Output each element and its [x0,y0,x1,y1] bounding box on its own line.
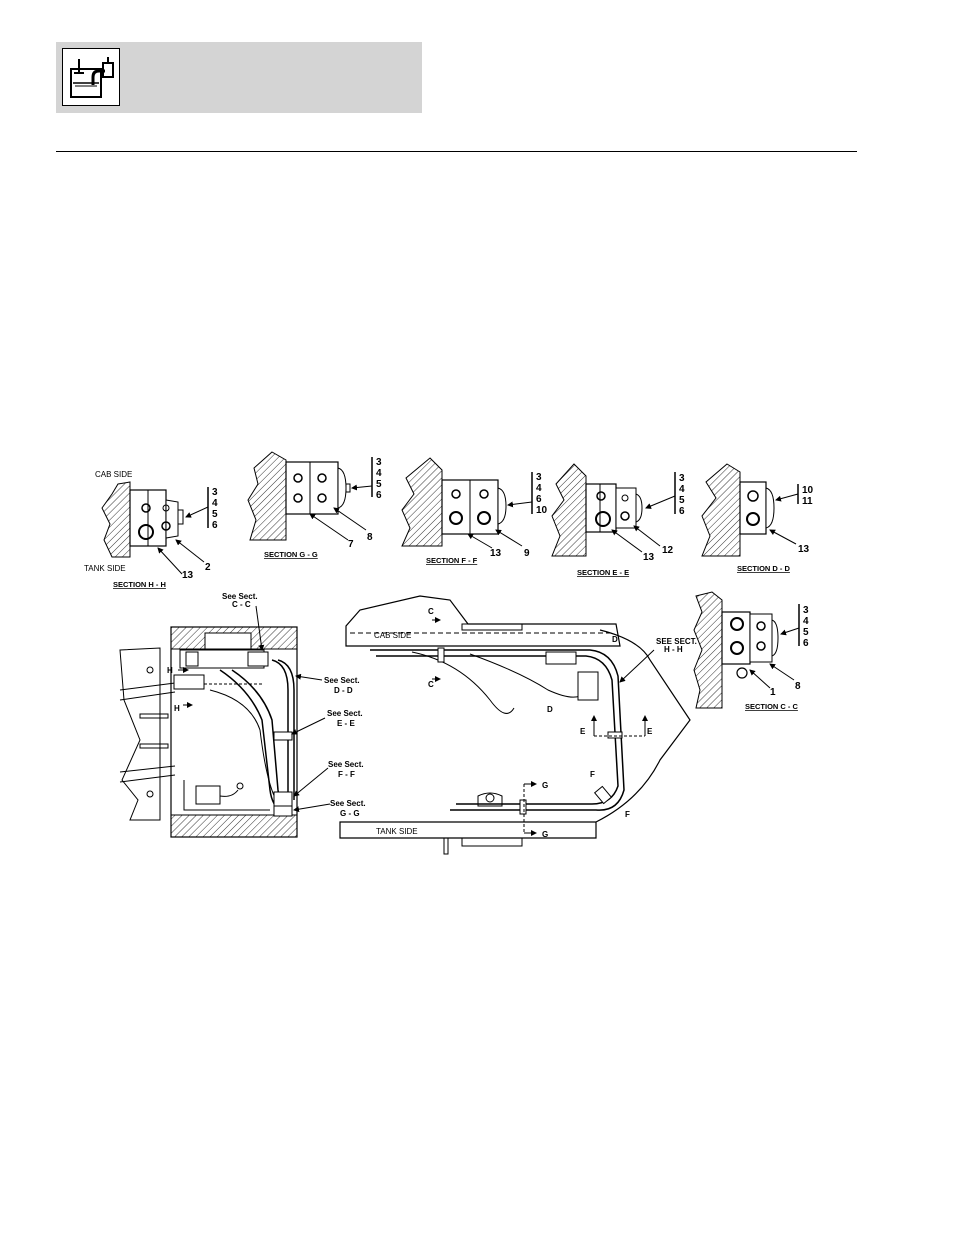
svg-text:G - G: G - G [340,809,360,818]
svg-text:6: 6 [536,494,542,505]
svg-text:9: 9 [524,548,530,559]
section-c-c: 3 4 5 6 1 8 SECTION C - C [693,591,809,711]
svg-text:D: D [547,705,553,714]
svg-text:10: 10 [802,485,814,496]
svg-text:3: 3 [803,605,809,616]
section-d-d: 10 11 13 SECTION D - D [701,463,814,573]
section-f-f: 3 4 6 10 13 9 SECTION F - F [401,457,548,565]
section-title: SECTION D - D [737,564,791,573]
tank-side-label: TANK SIDE [84,564,126,573]
svg-text:3: 3 [212,487,218,498]
svg-text:See Sect.: See Sect. [222,592,258,601]
section-e-e: 3 4 5 6 13 12 SECTION E - E [551,463,685,577]
svg-text:C: C [428,607,434,616]
svg-text:H: H [167,666,173,675]
svg-text:H: H [174,704,180,713]
svg-text:C: C [428,680,434,689]
svg-text:CAB SIDE: CAB SIDE [374,631,411,640]
svg-text:6: 6 [679,506,685,517]
svg-text:2: 2 [205,562,211,573]
svg-text:G: G [542,781,548,790]
section-title: SECTION E - E [577,568,629,577]
svg-text:4: 4 [376,468,382,479]
svg-text:1: 1 [770,687,776,698]
svg-text:See Sect.: See Sect. [327,709,363,718]
svg-text:13: 13 [490,548,502,559]
svg-text:6: 6 [376,490,382,501]
svg-text:See Sect.: See Sect. [324,676,360,685]
svg-text:10: 10 [536,505,548,516]
front-view: See Sect. C - C See Sect. D - D See Sect… [119,592,366,838]
svg-text:3: 3 [679,473,685,484]
svg-text:6: 6 [212,520,218,531]
svg-text:8: 8 [367,532,373,543]
svg-text:13: 13 [643,552,655,563]
svg-text:3: 3 [376,457,382,468]
svg-text:4: 4 [803,616,809,627]
svg-text:12: 12 [662,545,674,556]
svg-text:7: 7 [348,539,354,550]
plan-view: CAB SIDE TANK SIDE SEE SECT. H - H C C D… [339,595,697,855]
svg-text:5: 5 [679,495,685,506]
section-title: SECTION C - C [745,702,799,711]
svg-text:4: 4 [536,483,542,494]
svg-text:E - E: E - E [337,719,355,728]
svg-text:SEE SECT.: SEE SECT. [656,637,697,646]
svg-text:8: 8 [795,681,801,692]
svg-text:5: 5 [212,509,218,520]
svg-text:F: F [590,770,595,779]
svg-text:C - C: C - C [232,600,251,609]
svg-text:6: 6 [803,638,809,649]
section-title: SECTION H - H [113,580,166,589]
svg-text:See Sect.: See Sect. [330,799,366,808]
svg-text:4: 4 [212,498,218,509]
svg-text:13: 13 [798,544,810,555]
svg-text:H - H: H - H [664,645,683,654]
svg-text:G: G [542,830,548,839]
svg-text:D: D [612,635,618,644]
section-title: SECTION F - F [426,556,478,565]
svg-text:E: E [580,727,586,736]
hydraulic-tank-icon [62,48,120,106]
svg-text:F: F [625,810,630,819]
svg-text:E: E [647,727,653,736]
svg-text:See Sect.: See Sect. [328,760,364,769]
svg-text:5: 5 [376,479,382,490]
svg-text:4: 4 [679,484,685,495]
svg-text:11: 11 [802,496,813,507]
header-rule [56,151,857,152]
section-title: SECTION G - G [264,550,318,559]
svg-text:13: 13 [182,570,194,581]
svg-text:3: 3 [536,472,542,483]
svg-text:TANK SIDE: TANK SIDE [376,827,418,836]
section-g-g: 3 4 5 6 7 8 SECTION G - G [247,451,382,559]
header-band [56,42,422,113]
svg-text:5: 5 [803,627,809,638]
svg-text:F - F: F - F [338,770,355,779]
cab-side-label: CAB SIDE [95,470,132,479]
svg-text:D - D: D - D [334,686,353,695]
section-h-h: CAB SIDE TANK SIDE 3 4 5 6 13 2 SECTION … [84,470,218,589]
